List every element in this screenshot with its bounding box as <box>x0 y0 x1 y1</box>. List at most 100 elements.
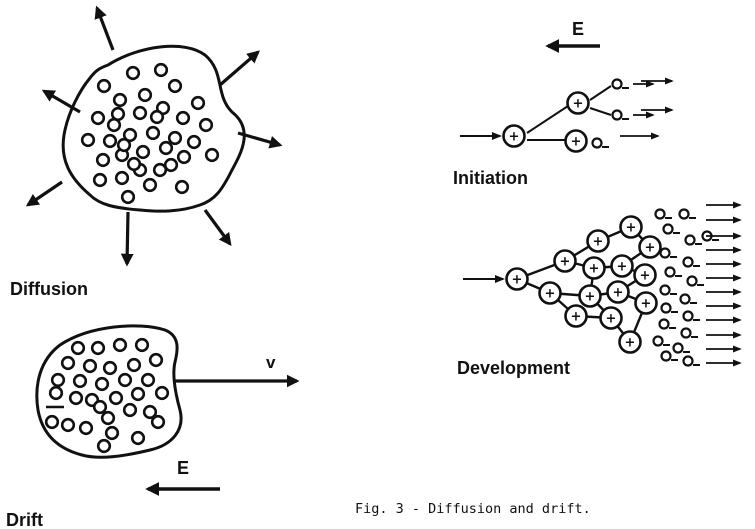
electron <box>652 335 670 347</box>
diffusion-particles <box>80 62 220 205</box>
particle <box>145 125 161 141</box>
electron-ring <box>659 247 671 259</box>
positive-ion: + <box>564 129 588 153</box>
ion-ring <box>566 91 590 115</box>
initiation-panel: E +++ Initiation <box>453 19 674 188</box>
electron <box>660 350 678 362</box>
electron-ring <box>591 137 603 149</box>
ion-ring <box>505 267 529 291</box>
initiation-avalanche: +++ <box>460 77 674 153</box>
spread-arrow <box>41 89 81 114</box>
particle <box>163 157 179 173</box>
particle <box>176 149 192 165</box>
particle <box>94 376 110 392</box>
positive-ion: + <box>582 256 606 280</box>
positive-ion: + <box>564 304 588 328</box>
ion-sign: + <box>606 312 617 327</box>
particle <box>174 179 190 195</box>
ion-ring <box>578 284 602 308</box>
drift-cloud-outline <box>35 324 183 459</box>
initiation-label: Initiation <box>453 168 528 188</box>
electron-ring <box>679 293 691 305</box>
electron <box>658 318 676 330</box>
electron <box>659 284 677 296</box>
electron <box>682 256 700 268</box>
particle <box>150 414 166 430</box>
ion-ring <box>564 304 588 328</box>
particle <box>112 92 128 108</box>
particle <box>80 132 96 148</box>
particle <box>68 390 84 406</box>
electron-ring <box>660 350 672 362</box>
ion-ring <box>618 330 642 354</box>
electron-ring <box>682 355 694 367</box>
spread-arrow <box>120 211 134 267</box>
ion-sign: + <box>613 286 624 301</box>
particle <box>92 172 108 188</box>
positive-ion: + <box>578 284 602 308</box>
ion-ring <box>502 124 526 148</box>
ion-sign: + <box>585 290 596 305</box>
particle <box>122 127 138 143</box>
ion-ring <box>599 306 623 330</box>
particle <box>108 390 124 406</box>
particle <box>167 130 183 146</box>
particle <box>137 87 153 103</box>
avalanche-link <box>589 85 612 101</box>
electron <box>682 310 700 322</box>
particle <box>152 162 168 178</box>
particle <box>167 78 183 94</box>
spread-arrow <box>94 5 115 51</box>
particle <box>106 117 122 133</box>
ion-sign: + <box>509 130 520 145</box>
drift-particles <box>44 337 170 454</box>
particle <box>78 420 94 436</box>
particle <box>186 134 202 150</box>
ion-sign: + <box>589 262 600 277</box>
particle <box>60 355 76 371</box>
spread-arrow <box>218 50 260 87</box>
ion-sign: + <box>626 221 637 236</box>
particle <box>154 385 170 401</box>
electron <box>686 275 704 287</box>
positive-ion: + <box>606 280 630 304</box>
ion-ring <box>610 254 634 278</box>
positive-ion: + <box>553 249 577 273</box>
ion-ring <box>619 215 643 239</box>
particle <box>90 340 106 356</box>
positive-ion: + <box>619 215 643 239</box>
particle <box>204 147 220 163</box>
ion-ring <box>633 263 657 287</box>
electron-ring <box>654 208 666 220</box>
spread-arrow <box>237 131 283 149</box>
particle <box>175 110 191 126</box>
electron <box>682 355 700 367</box>
particle <box>112 337 128 353</box>
electron-ring <box>659 284 671 296</box>
particle <box>96 438 112 454</box>
avalanche-link <box>526 105 569 134</box>
diffusion-spread-arrows <box>25 5 283 267</box>
particle <box>130 386 146 402</box>
positive-ion: + <box>599 306 623 330</box>
ion-ring <box>564 129 588 153</box>
ion-sign: + <box>571 310 582 325</box>
drift-panel: v E Drift <box>6 324 300 529</box>
particle <box>198 117 214 133</box>
particle <box>126 357 142 373</box>
electron <box>654 208 672 220</box>
particle <box>70 340 86 356</box>
electron <box>664 266 682 278</box>
electron-ring <box>664 266 676 278</box>
particle <box>140 372 156 388</box>
ion-sign: + <box>560 255 571 270</box>
electron <box>678 208 696 220</box>
diffusion-panel: Diffusion <box>10 5 283 299</box>
electron <box>684 234 702 246</box>
electron-ring <box>678 208 690 220</box>
electron-ring <box>658 318 670 330</box>
particle <box>134 337 150 353</box>
figure-caption: Fig. 3 - Diffusion and drift. <box>355 501 591 517</box>
electron <box>660 302 678 314</box>
